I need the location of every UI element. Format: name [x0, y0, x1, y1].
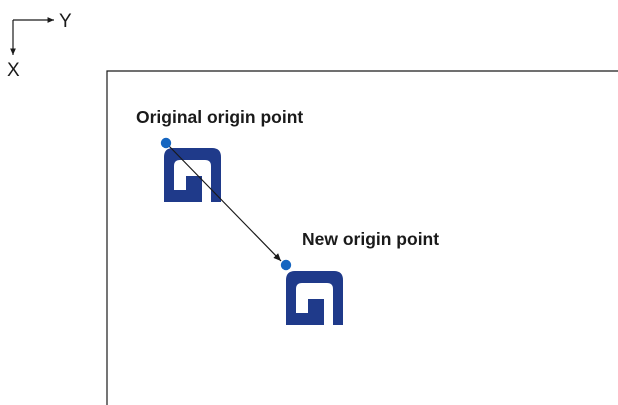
- axis-indicator: Y X: [7, 11, 72, 81]
- spiral-square-icon: [164, 148, 221, 202]
- spiral-square-icon: [286, 271, 343, 325]
- y-axis-label: Y: [59, 11, 72, 32]
- x-axis-label: X: [7, 60, 20, 81]
- original-origin-dot-icon: [160, 137, 172, 149]
- work-area-boundary: [106, 70, 618, 405]
- new-origin-label: New origin point: [302, 229, 439, 249]
- new-origin-dot-icon: [280, 259, 292, 271]
- displacement-arrow: [168, 145, 282, 262]
- original-origin-label: Original origin point: [136, 107, 303, 127]
